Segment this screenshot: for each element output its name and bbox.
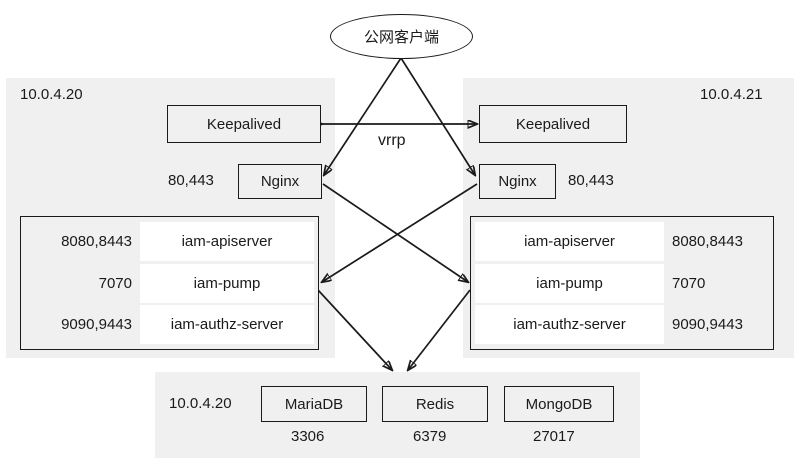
- left-nginx-label: Nginx: [260, 173, 300, 190]
- left-keepalived-label: Keepalived: [206, 115, 282, 133]
- left-nginx-ports: 80,443: [168, 172, 214, 189]
- wire-right-nginx-to-left-services: [322, 183, 478, 282]
- left-host-ip: 10.0.4.20: [20, 86, 83, 103]
- right-keepalived-label: Keepalived: [515, 115, 591, 133]
- right-nginx-label: Nginx: [498, 173, 537, 190]
- redis-port: 6379: [413, 428, 447, 445]
- public-client-node: 公网客户端: [330, 14, 473, 59]
- left-nginx-box: Nginx: [238, 164, 322, 199]
- left-service-name: iam-apiserver: [140, 222, 314, 261]
- right-service-ports: 9090,9443: [672, 316, 743, 333]
- right-service-row: iam-pump 7070: [475, 263, 769, 303]
- redis-label: Redis: [415, 395, 455, 413]
- redis-box: Redis: [382, 386, 488, 422]
- data-host-ip: 10.0.4.20: [169, 395, 232, 412]
- right-service-name: iam-authz-server: [475, 305, 664, 344]
- right-nginx-box: Nginx: [479, 164, 556, 199]
- wire-right-services-to-redis: [408, 289, 471, 370]
- wire-left-nginx-to-right-services: [322, 183, 468, 282]
- left-keepalived-box: Keepalived: [167, 105, 321, 143]
- right-nginx-ports: 80,443: [568, 172, 614, 189]
- left-service-row: 8080,8443 iam-apiserver: [25, 222, 314, 261]
- left-service-table: 8080,8443 iam-apiserver 7070 iam-pump 90…: [20, 216, 319, 350]
- mongodb-label: MongoDB: [525, 395, 593, 413]
- left-service-ports: 8080,8443: [61, 233, 132, 250]
- public-client-label: 公网客户端: [363, 29, 439, 46]
- left-service-ports: 9090,9443: [61, 316, 132, 333]
- vrrp-label: vrrp: [378, 132, 406, 149]
- right-service-row: iam-apiserver 8080,8443: [475, 222, 769, 261]
- right-keepalived-box: Keepalived: [479, 105, 627, 143]
- right-service-row: iam-authz-server 9090,9443: [475, 305, 769, 344]
- right-service-ports: 8080,8443: [672, 233, 743, 250]
- mariadb-box: MariaDB: [261, 386, 367, 422]
- left-service-row: 7070 iam-pump: [25, 263, 314, 303]
- left-service-ports: 7070: [98, 274, 132, 292]
- left-service-name: iam-authz-server: [140, 305, 314, 344]
- wire-client-to-left-nginx: [324, 57, 402, 175]
- right-service-name: iam-pump: [475, 263, 664, 303]
- right-host-ip: 10.0.4.21: [700, 86, 763, 103]
- right-service-table: iam-apiserver 8080,8443 iam-pump 7070 ia…: [470, 216, 774, 350]
- mariadb-port: 3306: [291, 428, 325, 445]
- left-service-name: iam-pump: [140, 263, 314, 303]
- mongodb-box: MongoDB: [504, 386, 614, 422]
- left-service-row: 9090,9443 iam-authz-server: [25, 305, 314, 344]
- right-service-ports: 7070: [672, 274, 706, 292]
- mongodb-port: 27017: [533, 428, 575, 445]
- mariadb-label: MariaDB: [284, 395, 344, 413]
- right-service-name: iam-apiserver: [475, 222, 664, 261]
